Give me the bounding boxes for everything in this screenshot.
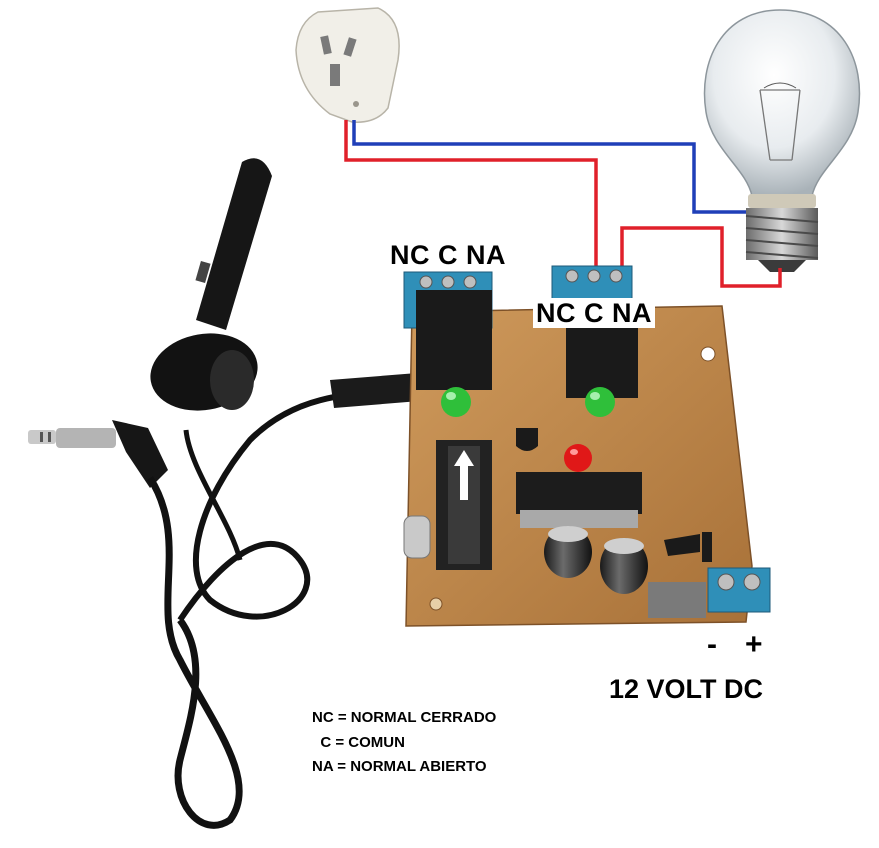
plus-terminal-label: +	[745, 628, 763, 661]
crystal	[403, 515, 431, 559]
audio-jack-icon	[28, 420, 168, 488]
voltage-label: 12 VOLT DC	[609, 674, 764, 704]
pcb-board	[403, 265, 771, 627]
wire-live-bulb	[620, 226, 782, 288]
legend-na: NA = NORMAL ABIERTO	[312, 758, 487, 775]
mains-wires	[344, 120, 782, 288]
headset	[28, 158, 432, 829]
ic-socket	[436, 440, 492, 570]
contact-legend: NC = NORMAL CERRADO C = COMUN NA = NORMA…	[312, 706, 496, 780]
legend-nc: NC = NORMAL CERRADO	[312, 709, 497, 726]
regulator	[648, 582, 706, 618]
lightbulb-icon	[703, 9, 861, 272]
plug-icon	[295, 7, 400, 123]
power-terminal	[707, 567, 771, 613]
red-led	[564, 444, 592, 472]
wire-neutral	[352, 120, 746, 214]
relay-1-contacts-label: NC C NA	[390, 240, 506, 270]
capacitors	[544, 526, 648, 594]
earpiece-icon	[150, 158, 272, 411]
minus-terminal-label: -	[707, 628, 717, 661]
relay-2	[551, 265, 638, 417]
transistor	[516, 428, 538, 451]
wire-live-plug	[344, 120, 598, 272]
diode	[702, 532, 712, 562]
relay-2-contacts-label: NC C NA	[533, 298, 655, 328]
ic-chip	[516, 472, 642, 528]
legend-c: C = COMUN	[312, 733, 405, 751]
relay-1	[403, 271, 493, 417]
